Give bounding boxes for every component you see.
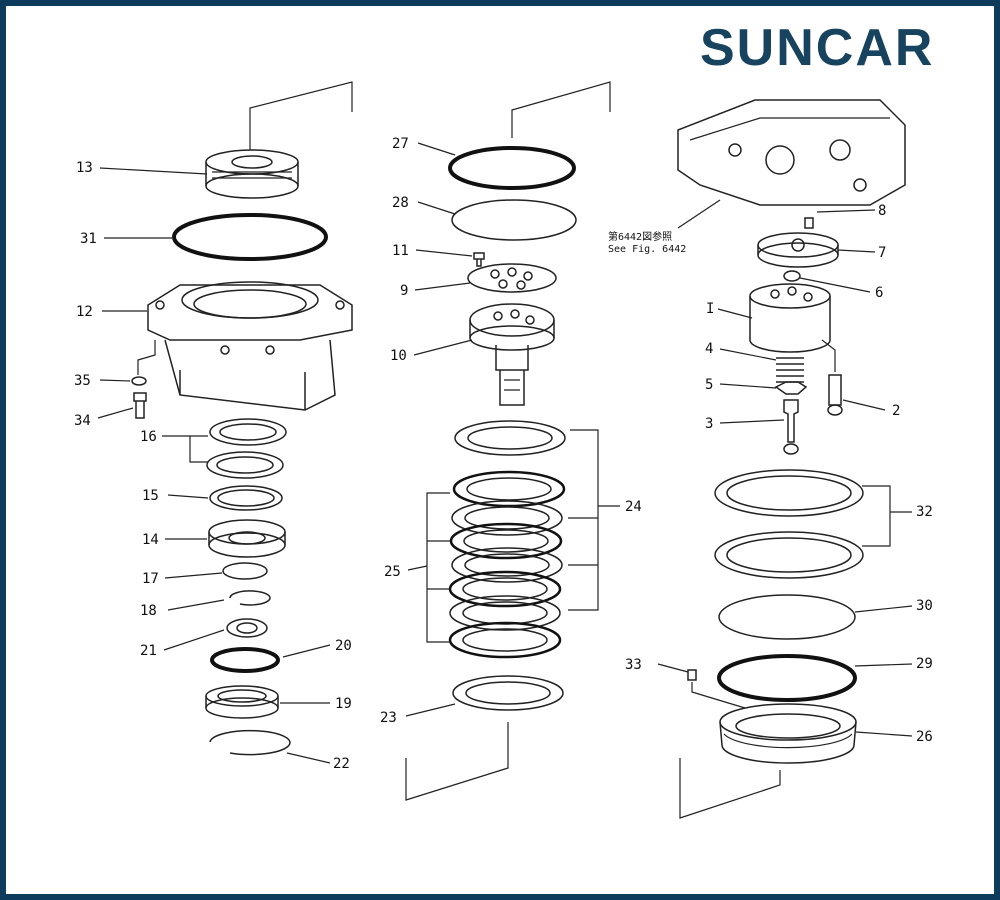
part-31-o-ring [172, 213, 328, 261]
part-5-nut [774, 381, 808, 395]
label-part-25: 25 [384, 564, 401, 580]
part-19-seal [205, 685, 279, 719]
part-11-screw [473, 252, 485, 267]
right-column-parts: 第6442図参照 See Fig. 6442 [608, 99, 906, 819]
label-part-20: 20 [335, 638, 352, 654]
label-part-26: 26 [916, 729, 933, 745]
label-part-35: 35 [74, 373, 91, 389]
label-part-28: 28 [392, 195, 409, 211]
brand-logo-text: SUNCAR [700, 19, 934, 77]
reference-note-en: See Fig. 6442 [608, 244, 686, 255]
part-23-disc-bottom [452, 675, 564, 711]
label-part-3: 3 [705, 416, 713, 432]
part-3-pin [783, 399, 799, 455]
assembly-bracket-right-bottom [679, 758, 781, 819]
label-part-18: 18 [140, 603, 157, 619]
part-13-bearing [205, 149, 299, 199]
part-12-housing [147, 281, 353, 411]
label-part-27: 27 [392, 136, 409, 152]
part-18-snap-ring [229, 590, 271, 606]
motor-body-reference [677, 99, 906, 206]
part-24-plate-3 [449, 595, 561, 631]
part-25-disc-2 [449, 522, 563, 560]
part-6-spacer [783, 270, 801, 282]
brand-logo: SUNCAR [700, 19, 934, 77]
label-part-7: 7 [878, 245, 886, 261]
label-part-16: 16 [140, 429, 157, 445]
part-25-disc-1 [452, 470, 566, 508]
label-part-11: 11 [392, 243, 409, 259]
part-32-plate-a [714, 469, 864, 517]
part-20-o-ring [210, 647, 280, 673]
label-part-29: 29 [916, 656, 933, 672]
part-16-shim-a [209, 418, 287, 446]
part-14-bearing [208, 519, 286, 558]
part-15-ring [209, 485, 283, 511]
label-part-8: 8 [878, 203, 886, 219]
part-26-brake-piston [719, 703, 857, 764]
part-16-shim-b [206, 451, 284, 479]
clutch-disc-stack [448, 420, 566, 711]
part-32-plate-b [714, 531, 864, 579]
label-part-6: 6 [875, 285, 883, 301]
part-number-labels: 13 31 12 35 34 16 15 14 17 18 21 20 19 2… [74, 136, 933, 772]
part-35-washer [131, 376, 147, 386]
part-29-o-ring [717, 654, 857, 702]
assembly-bracket-middle-top [511, 81, 611, 138]
reference-note-jp: 第6442図参照 [608, 230, 672, 243]
label-part-13: 13 [76, 160, 93, 176]
part-23-disc-top [454, 420, 566, 456]
part-34-bolt [133, 392, 147, 419]
label-part-17: 17 [142, 571, 159, 587]
part-I-cylinder-block [749, 283, 831, 353]
part-24-plate-1 [451, 500, 563, 536]
part-27-o-ring [448, 146, 576, 190]
label-part-14: 14 [142, 532, 159, 548]
label-part-4: 4 [705, 341, 713, 357]
label-part-9: 9 [400, 283, 408, 299]
label-part-10: 10 [390, 348, 407, 364]
label-part-2: 2 [892, 403, 900, 419]
label-part-21: 21 [140, 643, 157, 659]
part-25-disc-4 [448, 621, 562, 659]
label-part-31: 31 [80, 231, 97, 247]
label-part-23: 23 [380, 710, 397, 726]
part-30-ring [718, 594, 856, 640]
part-33-pin [687, 669, 697, 681]
label-part-30: 30 [916, 598, 933, 614]
part-24-plate-2 [451, 547, 563, 583]
assembly-bracket-left-top [249, 81, 353, 150]
assembly-bracket-middle-bottom [405, 722, 509, 801]
bracket-24 [568, 429, 599, 611]
label-part-I: I [706, 301, 714, 317]
label-part-15: 15 [142, 488, 159, 504]
label-part-5: 5 [705, 377, 713, 393]
label-part-22: 22 [333, 756, 350, 772]
middle-column-parts [405, 81, 611, 801]
label-part-24: 24 [625, 499, 642, 515]
part-10-shaft-gear [469, 303, 555, 406]
part-17-ring [222, 562, 268, 580]
bracket-25 [426, 492, 450, 643]
label-part-12: 12 [76, 304, 93, 320]
part-22-snap-ring [209, 729, 291, 756]
assembly-line-bolt [137, 340, 156, 375]
part-2-piston [827, 374, 843, 416]
left-column-parts [131, 81, 353, 756]
part-4-spring [776, 357, 804, 383]
leader-lines [97, 142, 913, 764]
part-21-bearing [226, 618, 268, 638]
part-28-ring [451, 199, 577, 241]
part-8-pin [804, 217, 814, 229]
label-part-32: 32 [916, 504, 933, 520]
label-part-33: 33 [625, 657, 642, 673]
label-part-34: 34 [74, 413, 91, 429]
bracket-32 [862, 485, 891, 547]
reference-arrow [677, 199, 721, 229]
part-9-valve-plate [467, 263, 557, 293]
label-part-19: 19 [335, 696, 352, 712]
part-7-plate [757, 232, 839, 268]
